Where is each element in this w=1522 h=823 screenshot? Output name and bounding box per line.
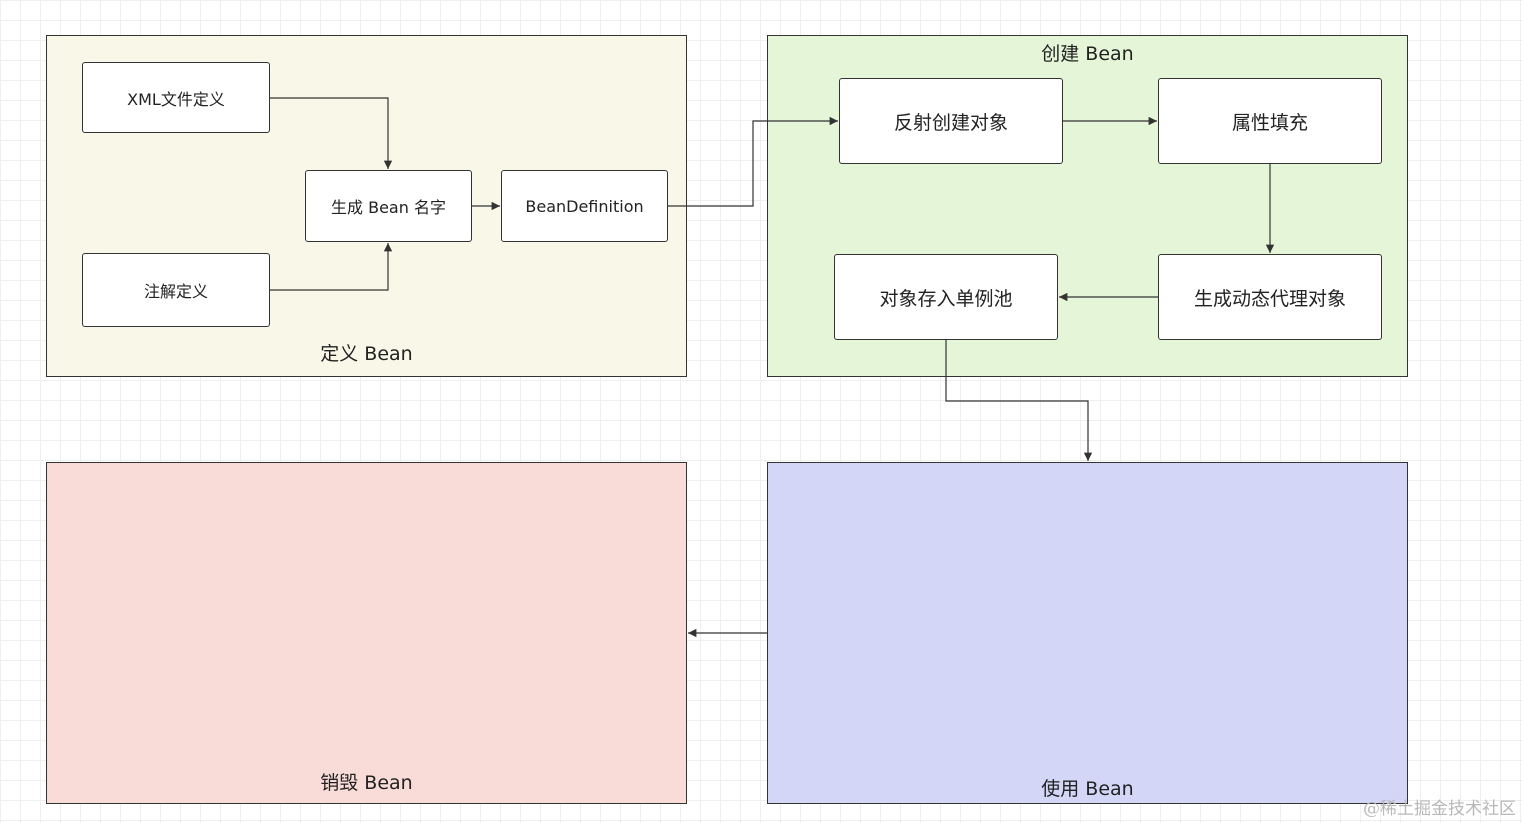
create-bean-title: 创建 Bean [1041, 43, 1134, 65]
generate-bean-name-node[interactable]: 生成 Bean 名字 [305, 170, 472, 242]
destroy-bean-title: 销毁 Bean [320, 772, 413, 794]
xml-definition-node[interactable]: XML文件定义 [82, 62, 270, 133]
singleton-pool-node[interactable]: 对象存入单例池 [834, 254, 1058, 340]
use-bean-container: 使用 Bean [767, 462, 1408, 804]
edge-pool-to-use [945, 340, 1093, 461]
annotation-definition-node[interactable]: 注解定义 [82, 253, 270, 327]
dynamic-proxy-node[interactable]: 生成动态代理对象 [1158, 254, 1382, 340]
watermark: @稀土掘金技术社区 [1363, 799, 1516, 819]
edge-definition-to-reflect [668, 116, 838, 207]
edge-annotation-to-name [270, 243, 393, 291]
use-bean-title: 使用 Bean [1041, 778, 1134, 800]
destroy-bean-container: 销毁 Bean [46, 462, 687, 804]
reflect-create-object-node[interactable]: 反射创建对象 [839, 78, 1063, 164]
property-fill-node[interactable]: 属性填充 [1158, 78, 1382, 164]
define-bean-title: 定义 Bean [320, 343, 413, 365]
bean-definition-node[interactable]: BeanDefinition [501, 170, 668, 242]
edge-xml-to-name [270, 97, 393, 169]
